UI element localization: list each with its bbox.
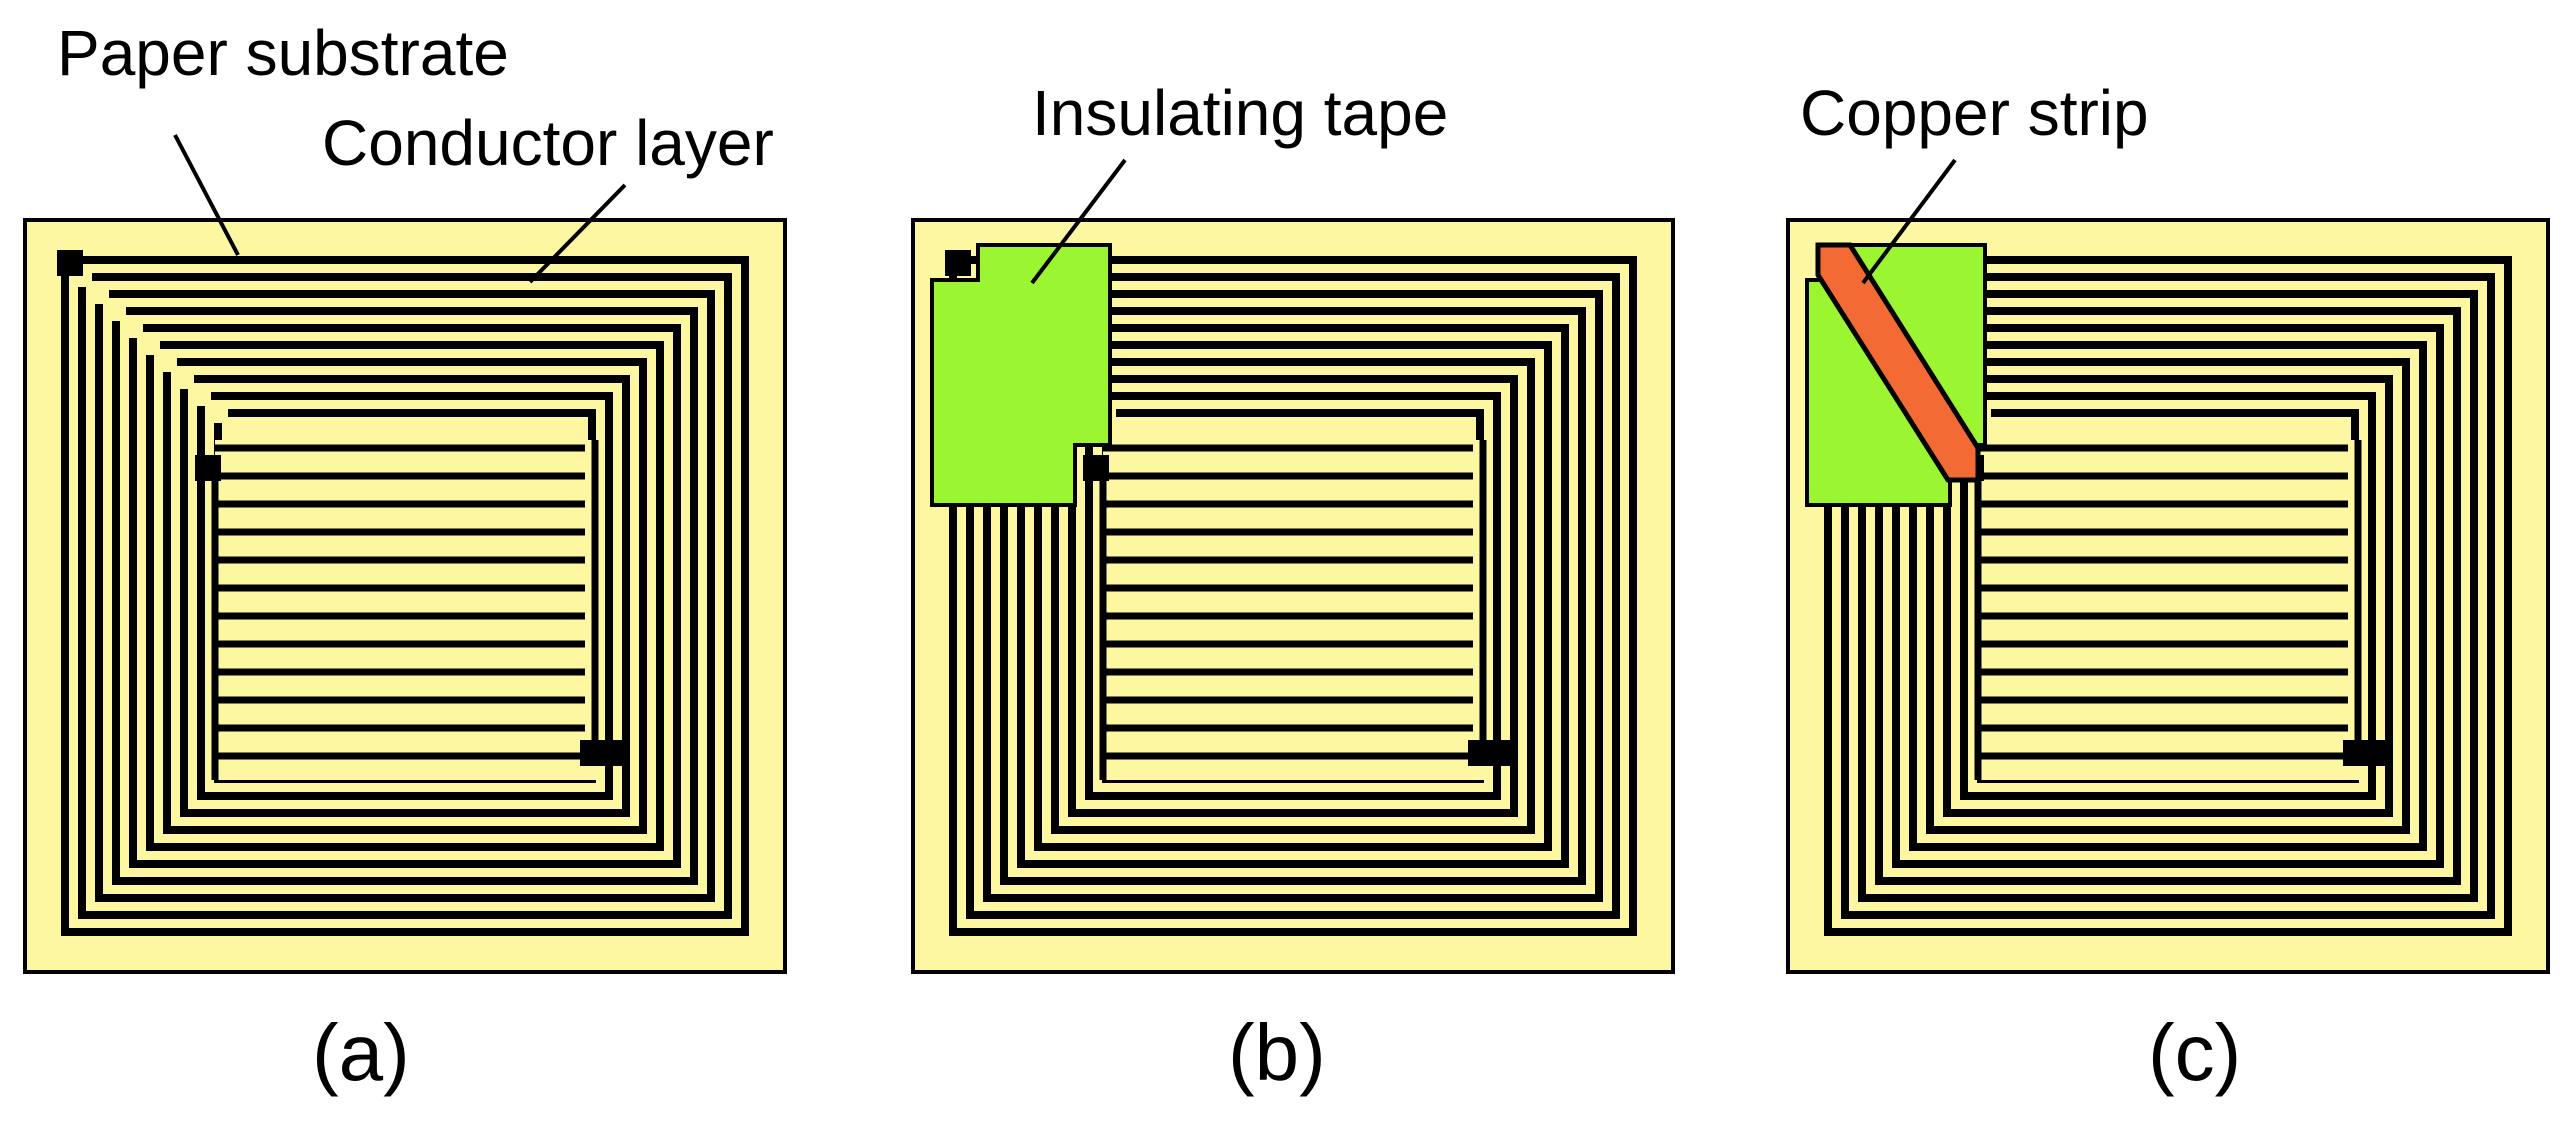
inner-area	[215, 440, 605, 780]
outer-winding	[1858, 290, 2478, 902]
paper-substrate-leader	[173, 134, 240, 256]
copper-strip-leader	[1861, 158, 1957, 285]
outer-winding	[1068, 375, 1518, 817]
outer-winding	[1000, 307, 1586, 885]
inner-spiral-windings	[1099, 440, 1493, 780]
terminal-pad-end	[1468, 740, 1518, 766]
label-conductor-layer: Conductor layer	[322, 107, 774, 179]
outer-winding	[129, 324, 681, 868]
caption-c: (c)	[2148, 1008, 2241, 1097]
outer-winding	[1892, 324, 2444, 868]
inner-area	[1978, 440, 2368, 780]
outer-winding	[61, 256, 749, 936]
inner-spiral-windings	[211, 440, 605, 780]
outer-winding	[1051, 358, 1535, 834]
copper-strip-shape	[1815, 242, 1981, 483]
outer-winding	[1960, 392, 2376, 800]
outer-winding	[146, 341, 664, 851]
label-insulating-tape: Insulating tape	[1032, 77, 1448, 149]
outer-winding	[966, 273, 1620, 919]
terminal-pad-end	[2343, 740, 2393, 766]
caption-b: (b)	[1228, 1008, 1326, 1097]
outer-winding	[1943, 375, 2393, 817]
outer-winding	[112, 307, 698, 885]
panel-a: Paper substrate Conductor layer (a)	[23, 17, 787, 1097]
terminal-pad-end	[580, 740, 630, 766]
outer-winding	[78, 273, 732, 919]
outer-winding	[1034, 341, 1552, 851]
insulating-tape-shape	[930, 243, 1112, 507]
outer-winding	[163, 358, 647, 834]
outer-winding	[1875, 307, 2461, 885]
inner-area	[1103, 440, 1493, 780]
panel-b: Insulating tape (b)	[911, 77, 1675, 1097]
outer-winding	[983, 290, 1603, 902]
outer-winding	[1926, 358, 2410, 834]
outer-winding	[1841, 273, 2495, 919]
terminal-pad-inner	[195, 455, 221, 481]
outer-winding	[949, 256, 1637, 936]
panel-a-coil	[23, 218, 787, 974]
outer-winding	[1085, 392, 1501, 800]
outer-spiral-windings	[1824, 256, 2512, 936]
conductor-layer-leader	[528, 183, 627, 284]
outer-winding	[180, 375, 630, 817]
label-copper-strip: Copper strip	[1800, 77, 2149, 149]
caption-a: (a)	[312, 1008, 410, 1097]
outer-winding	[95, 290, 715, 902]
insulating-tape-leader	[1030, 158, 1127, 285]
terminal-pad-outer	[57, 250, 83, 276]
outer-winding	[1824, 256, 2512, 936]
panel-c: Copper strip (c)	[1786, 77, 2550, 1097]
outer-winding	[197, 392, 613, 800]
outer-winding	[1017, 324, 1569, 868]
label-paper-substrate: Paper substrate	[57, 17, 509, 89]
inner-spiral-windings	[1974, 440, 2368, 780]
terminal-pad-inner	[1083, 455, 1109, 481]
panel-c-coil	[1786, 218, 2550, 974]
outer-winding	[1909, 341, 2427, 851]
terminal-pad-outer	[945, 250, 971, 276]
